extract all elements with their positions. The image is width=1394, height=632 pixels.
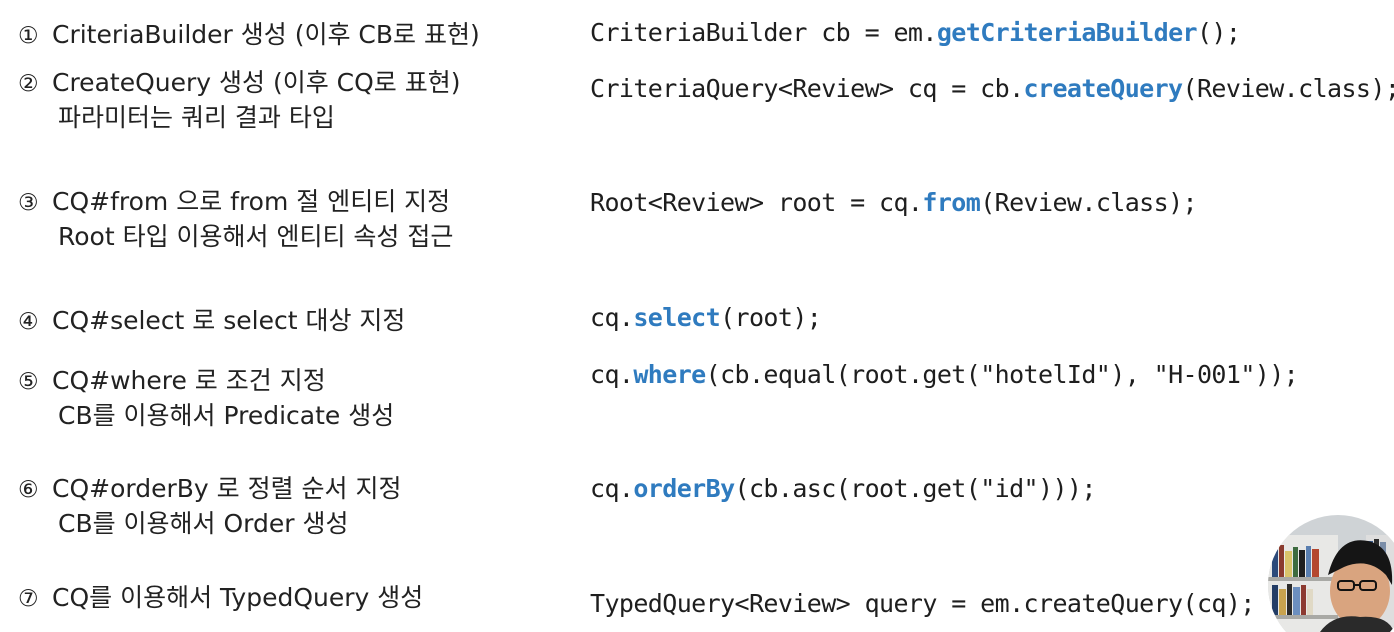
step-7-title: CQ를 이용해서 TypedQuery 생성 [52,583,424,612]
step-2-subtitle: 파라미터는 쿼리 결과 타입 [58,103,335,132]
step-2-number: ② [18,71,39,97]
step-6-code-suffix: (cb.asc(root.get("id"))); [734,474,1097,503]
step-2-title: CreateQuery 생성 (이후 CQ로 표현) [52,68,461,97]
step-4-description: ④ CQ#select 로 select 대상 지정 [18,304,405,339]
step-6-subtitle: CB를 이용해서 Order 생성 [58,509,349,538]
step-4-code-prefix: cq. [590,303,634,332]
step-1-code-suffix: (); [1196,18,1241,47]
step-5-code-prefix: cq. [590,360,634,389]
step-1-code-prefix: CriteriaBuilder cb = em. [590,18,937,47]
step-2-code: CriteriaQuery<Review> cq = cb.createQuer… [590,72,1394,105]
step-1-description: ① CriteriaBuilder 생성 (이후 CB로 표현) [18,18,480,53]
presenter-video-image [1268,515,1394,632]
step-3-code-suffix: (Review.class); [980,188,1197,217]
step-6-code-prefix: cq. [590,474,634,503]
step-6-code-method: orderBy [633,474,735,503]
step-6-description: ⑥ CQ#orderBy 로 정렬 순서 지정 CB를 이용해서 Order 생성 [18,472,401,540]
step-3-description: ③ CQ#from 으로 from 절 엔티티 지정 Root 타입 이용해서 엔… [18,185,453,253]
step-1-code-method: getCriteriaBuilder [936,18,1198,47]
step-5-code-method: where [633,360,706,389]
step-4-code-method: select [633,303,721,332]
step-5-code: cq.where(cb.equal(root.get("hotelId"), "… [590,358,1299,391]
step-7-code-prefix: TypedQuery<Review> query = em.createQuer… [590,589,1255,618]
step-4-title: CQ#select 로 select 대상 지정 [52,306,406,335]
step-5-number: ⑤ [18,369,39,395]
step-2-code-method: createQuery [1023,74,1184,103]
step-6-code: cq.orderBy(cb.asc(root.get("id"))); [590,472,1096,505]
step-1-title: CriteriaBuilder 생성 (이후 CB로 표현) [52,20,480,49]
step-7-description: ⑦ CQ를 이용해서 TypedQuery 생성 [18,581,423,616]
step-3-title: CQ#from 으로 from 절 엔티티 지정 [52,187,451,216]
step-2-description: ② CreateQuery 생성 (이후 CQ로 표현) 파라미터는 쿼리 결과 … [18,66,460,134]
step-3-code-method: from [922,188,981,217]
step-2-code-prefix: CriteriaQuery<Review> cq = cb. [590,74,1024,103]
step-4-code: cq.select(root); [590,301,822,334]
step-3-subtitle: Root 타입 이용해서 엔티티 속성 접근 [58,222,454,251]
step-6-title: CQ#orderBy 로 정렬 순서 지정 [52,474,402,503]
step-7-number: ⑦ [18,586,39,612]
step-4-number: ④ [18,309,39,335]
step-5-subtitle: CB를 이용해서 Predicate 생성 [58,401,395,430]
step-7-code: TypedQuery<Review> query = em.createQuer… [590,587,1255,620]
step-3-code-prefix: Root<Review> root = cq. [590,188,923,217]
step-3-number: ③ [18,190,39,216]
step-5-title: CQ#where 로 조건 지정 [52,366,326,395]
step-1-code: CriteriaBuilder cb = em.getCriteriaBuild… [590,16,1241,49]
step-5-description: ⑤ CQ#where 로 조건 지정 CB를 이용해서 Predicate 생성 [18,364,394,432]
step-6-number: ⑥ [18,477,39,503]
step-3-code: Root<Review> root = cq.from(Review.class… [590,186,1198,219]
step-2-code-suffix: (Review.class); [1182,74,1394,103]
presenter-webcam [1268,505,1394,632]
step-4-code-suffix: (root); [720,303,822,332]
step-1-number: ① [18,23,39,49]
step-5-code-suffix: (cb.equal(root.get("hotelId"), "H-001"))… [705,360,1299,389]
